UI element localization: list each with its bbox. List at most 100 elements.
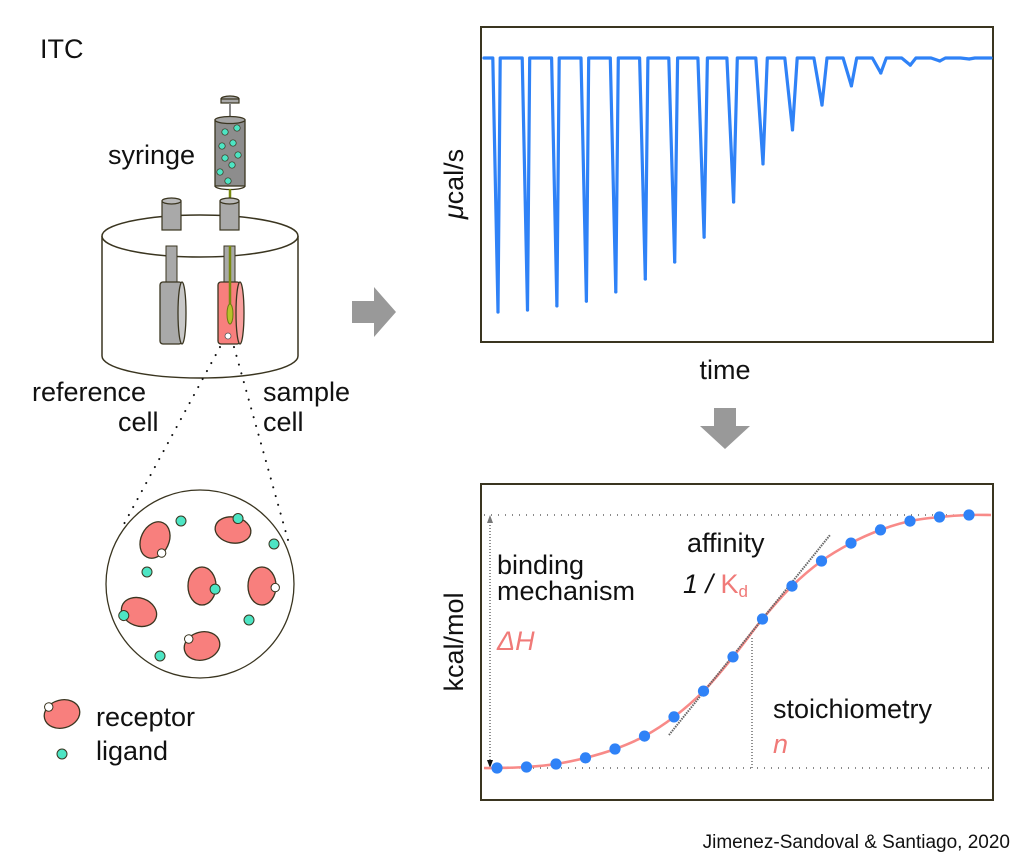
- thermogram-peak: [849, 84, 854, 88]
- free-ligand: [154, 650, 166, 662]
- sample-cell-label-line2: cell: [263, 407, 304, 437]
- isotherm-point: [520, 761, 533, 773]
- receptor-icon: [187, 566, 221, 606]
- itc-instrument: syringe ref: [32, 95, 350, 541]
- thermogram-peak: [732, 200, 736, 204]
- bound-ligand: [118, 610, 130, 622]
- syringe-ligands: [216, 124, 242, 185]
- syringe-ligand-dot: [229, 139, 237, 147]
- reference-cell-label-line1: reference: [32, 377, 146, 407]
- thermogram-peak: [790, 128, 795, 132]
- isotherm-ylabel: kcal/mol: [439, 592, 469, 691]
- isotherm-point: [874, 524, 887, 536]
- receptor-icon: [139, 521, 171, 559]
- thermogram-xlabel: time: [699, 355, 750, 385]
- affinity-prefix: 1 /: [683, 569, 721, 599]
- isotherm-chart: binding mechanism ΔH affinity 1 / Kd sto…: [439, 483, 994, 801]
- enthalpy-title-line1: binding: [497, 550, 584, 580]
- syringe-ligand-dot: [221, 128, 229, 136]
- thermogram-peak: [673, 260, 677, 264]
- enthalpy-title-line2: mechanism: [497, 576, 635, 606]
- figure-title: ITC: [40, 34, 84, 64]
- syringe-ligand-dot: [218, 142, 226, 150]
- thermogram-peak: [879, 71, 883, 75]
- receptor-icon: [183, 631, 221, 661]
- receptor-icon: [118, 596, 158, 628]
- isotherm-point: [550, 758, 562, 770]
- reference-port: [161, 197, 182, 231]
- sample-cell: [217, 245, 245, 345]
- isotherm-point: [904, 515, 916, 527]
- free-ligand: [141, 566, 153, 578]
- affinity-title: affinity: [687, 528, 765, 558]
- isotherm-point: [668, 711, 680, 723]
- isotherm-point: [697, 685, 710, 697]
- bound-ligand: [232, 513, 244, 525]
- affinity-subscript: d: [739, 582, 748, 601]
- isotherm-point: [786, 580, 798, 592]
- binding-site: [270, 582, 280, 593]
- syringe-ligand-dot: [228, 161, 236, 169]
- legend: receptor ligand: [43, 699, 195, 766]
- zoom-guide-left: [123, 346, 221, 525]
- affinity-expression: 1 / Kd: [683, 569, 748, 601]
- thermogram-ylabel: μcal/s: [439, 149, 469, 220]
- syringe-ligand-dot: [233, 124, 241, 132]
- free-ligand: [175, 515, 187, 527]
- thermogram-peak: [820, 103, 824, 107]
- free-ligand: [268, 538, 280, 550]
- isotherm-point: [845, 537, 857, 549]
- thermogram-peak: [967, 57, 971, 61]
- syringe-ligand-dot: [221, 154, 229, 162]
- enthalpy-arrow-down-head: [487, 760, 493, 768]
- credit-text: Jimenez-Sandoval & Santiago, 2020: [703, 832, 1010, 853]
- isotherm-point: [727, 651, 739, 663]
- affinity-slope-line: [668, 534, 831, 736]
- receptor-icon: [247, 566, 280, 606]
- thermogram-peak: [643, 277, 647, 281]
- reference-cell-label-line2: cell: [118, 407, 159, 437]
- receptor-body: [43, 699, 81, 729]
- legend-receptor-shape: [43, 699, 81, 729]
- isotherm-point: [609, 743, 621, 755]
- isotherm-point: [933, 511, 946, 523]
- thermogram-peak: [584, 299, 589, 303]
- isotherm-point: [638, 730, 651, 742]
- free-ligand: [243, 614, 255, 626]
- mu-glyph: μ: [439, 204, 469, 220]
- isotherm-point: [579, 752, 592, 764]
- stoichiometry-title: stoichiometry: [773, 694, 933, 724]
- isotherm-point: [815, 555, 828, 567]
- arrow-right-icon: [352, 287, 396, 337]
- stoichiometry-symbol: n: [773, 729, 788, 759]
- binding-site: [156, 548, 167, 558]
- reference-cell: [159, 245, 187, 345]
- syringe-ligand-dot: [234, 151, 242, 159]
- zoom-guide-right: [233, 346, 289, 541]
- sample-port: [219, 197, 240, 231]
- arrow-down-icon: [700, 408, 750, 449]
- isotherm-frame: [480, 483, 994, 801]
- thermogram-peak: [702, 235, 706, 239]
- isotherm-point: [963, 509, 975, 521]
- ligand-icon: [56, 748, 68, 760]
- thermogram-peak: [555, 304, 559, 308]
- receptor-icon: [214, 513, 252, 544]
- binding-site: [184, 634, 194, 644]
- syringe-icon: [214, 95, 246, 201]
- affinity-k: K: [721, 569, 739, 599]
- thermogram-peak: [614, 290, 618, 294]
- sample-cell-label-line1: sample: [263, 377, 350, 407]
- thermogram-peak: [496, 310, 500, 314]
- legend-ligand-label: ligand: [96, 736, 168, 766]
- enthalpy-symbol: ΔH: [496, 626, 535, 656]
- syringe-ligand-dot: [216, 168, 224, 176]
- calorimeter-jacket: [101, 214, 299, 379]
- legend-receptor-label: receptor: [96, 702, 195, 732]
- receptor-icon: [43, 699, 81, 729]
- syringe-label: syringe: [108, 140, 195, 170]
- isotherm-point: [491, 762, 503, 774]
- solution-magnified: [105, 489, 295, 679]
- binding-site: [44, 702, 54, 712]
